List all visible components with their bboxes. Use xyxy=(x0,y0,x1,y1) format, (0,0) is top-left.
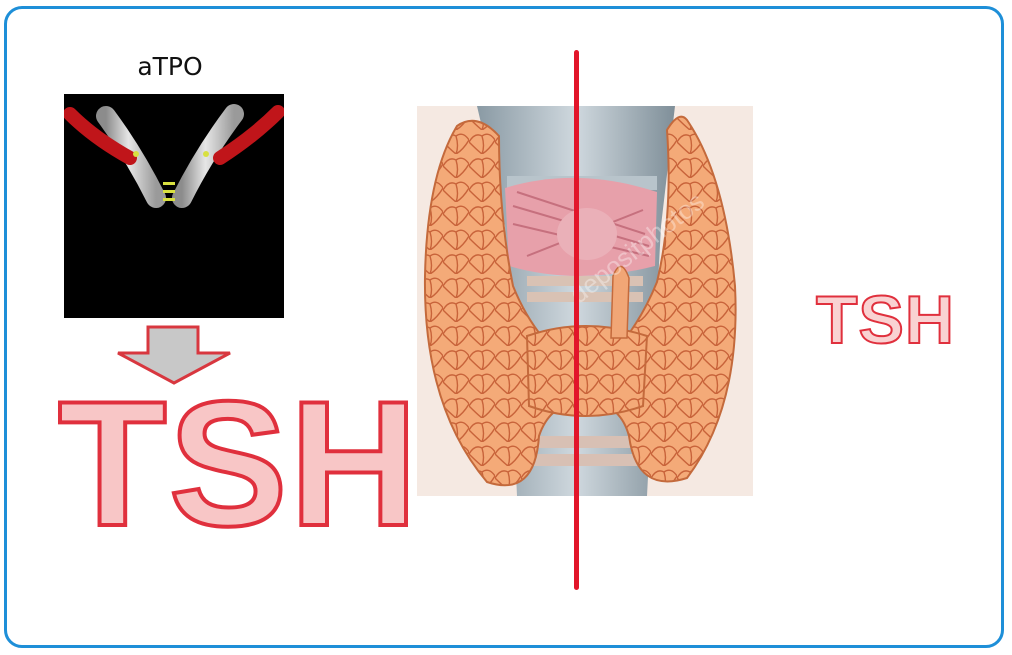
tsh-small-label: TSH xyxy=(816,286,955,354)
antibody-icon xyxy=(64,94,284,318)
thyroid-illustration: depositphotos xyxy=(417,106,753,496)
antibody-label: aTPO xyxy=(110,52,230,81)
antibody-image xyxy=(64,94,284,318)
tsh-large-label: TSH xyxy=(58,375,420,553)
divider-line xyxy=(574,50,579,590)
